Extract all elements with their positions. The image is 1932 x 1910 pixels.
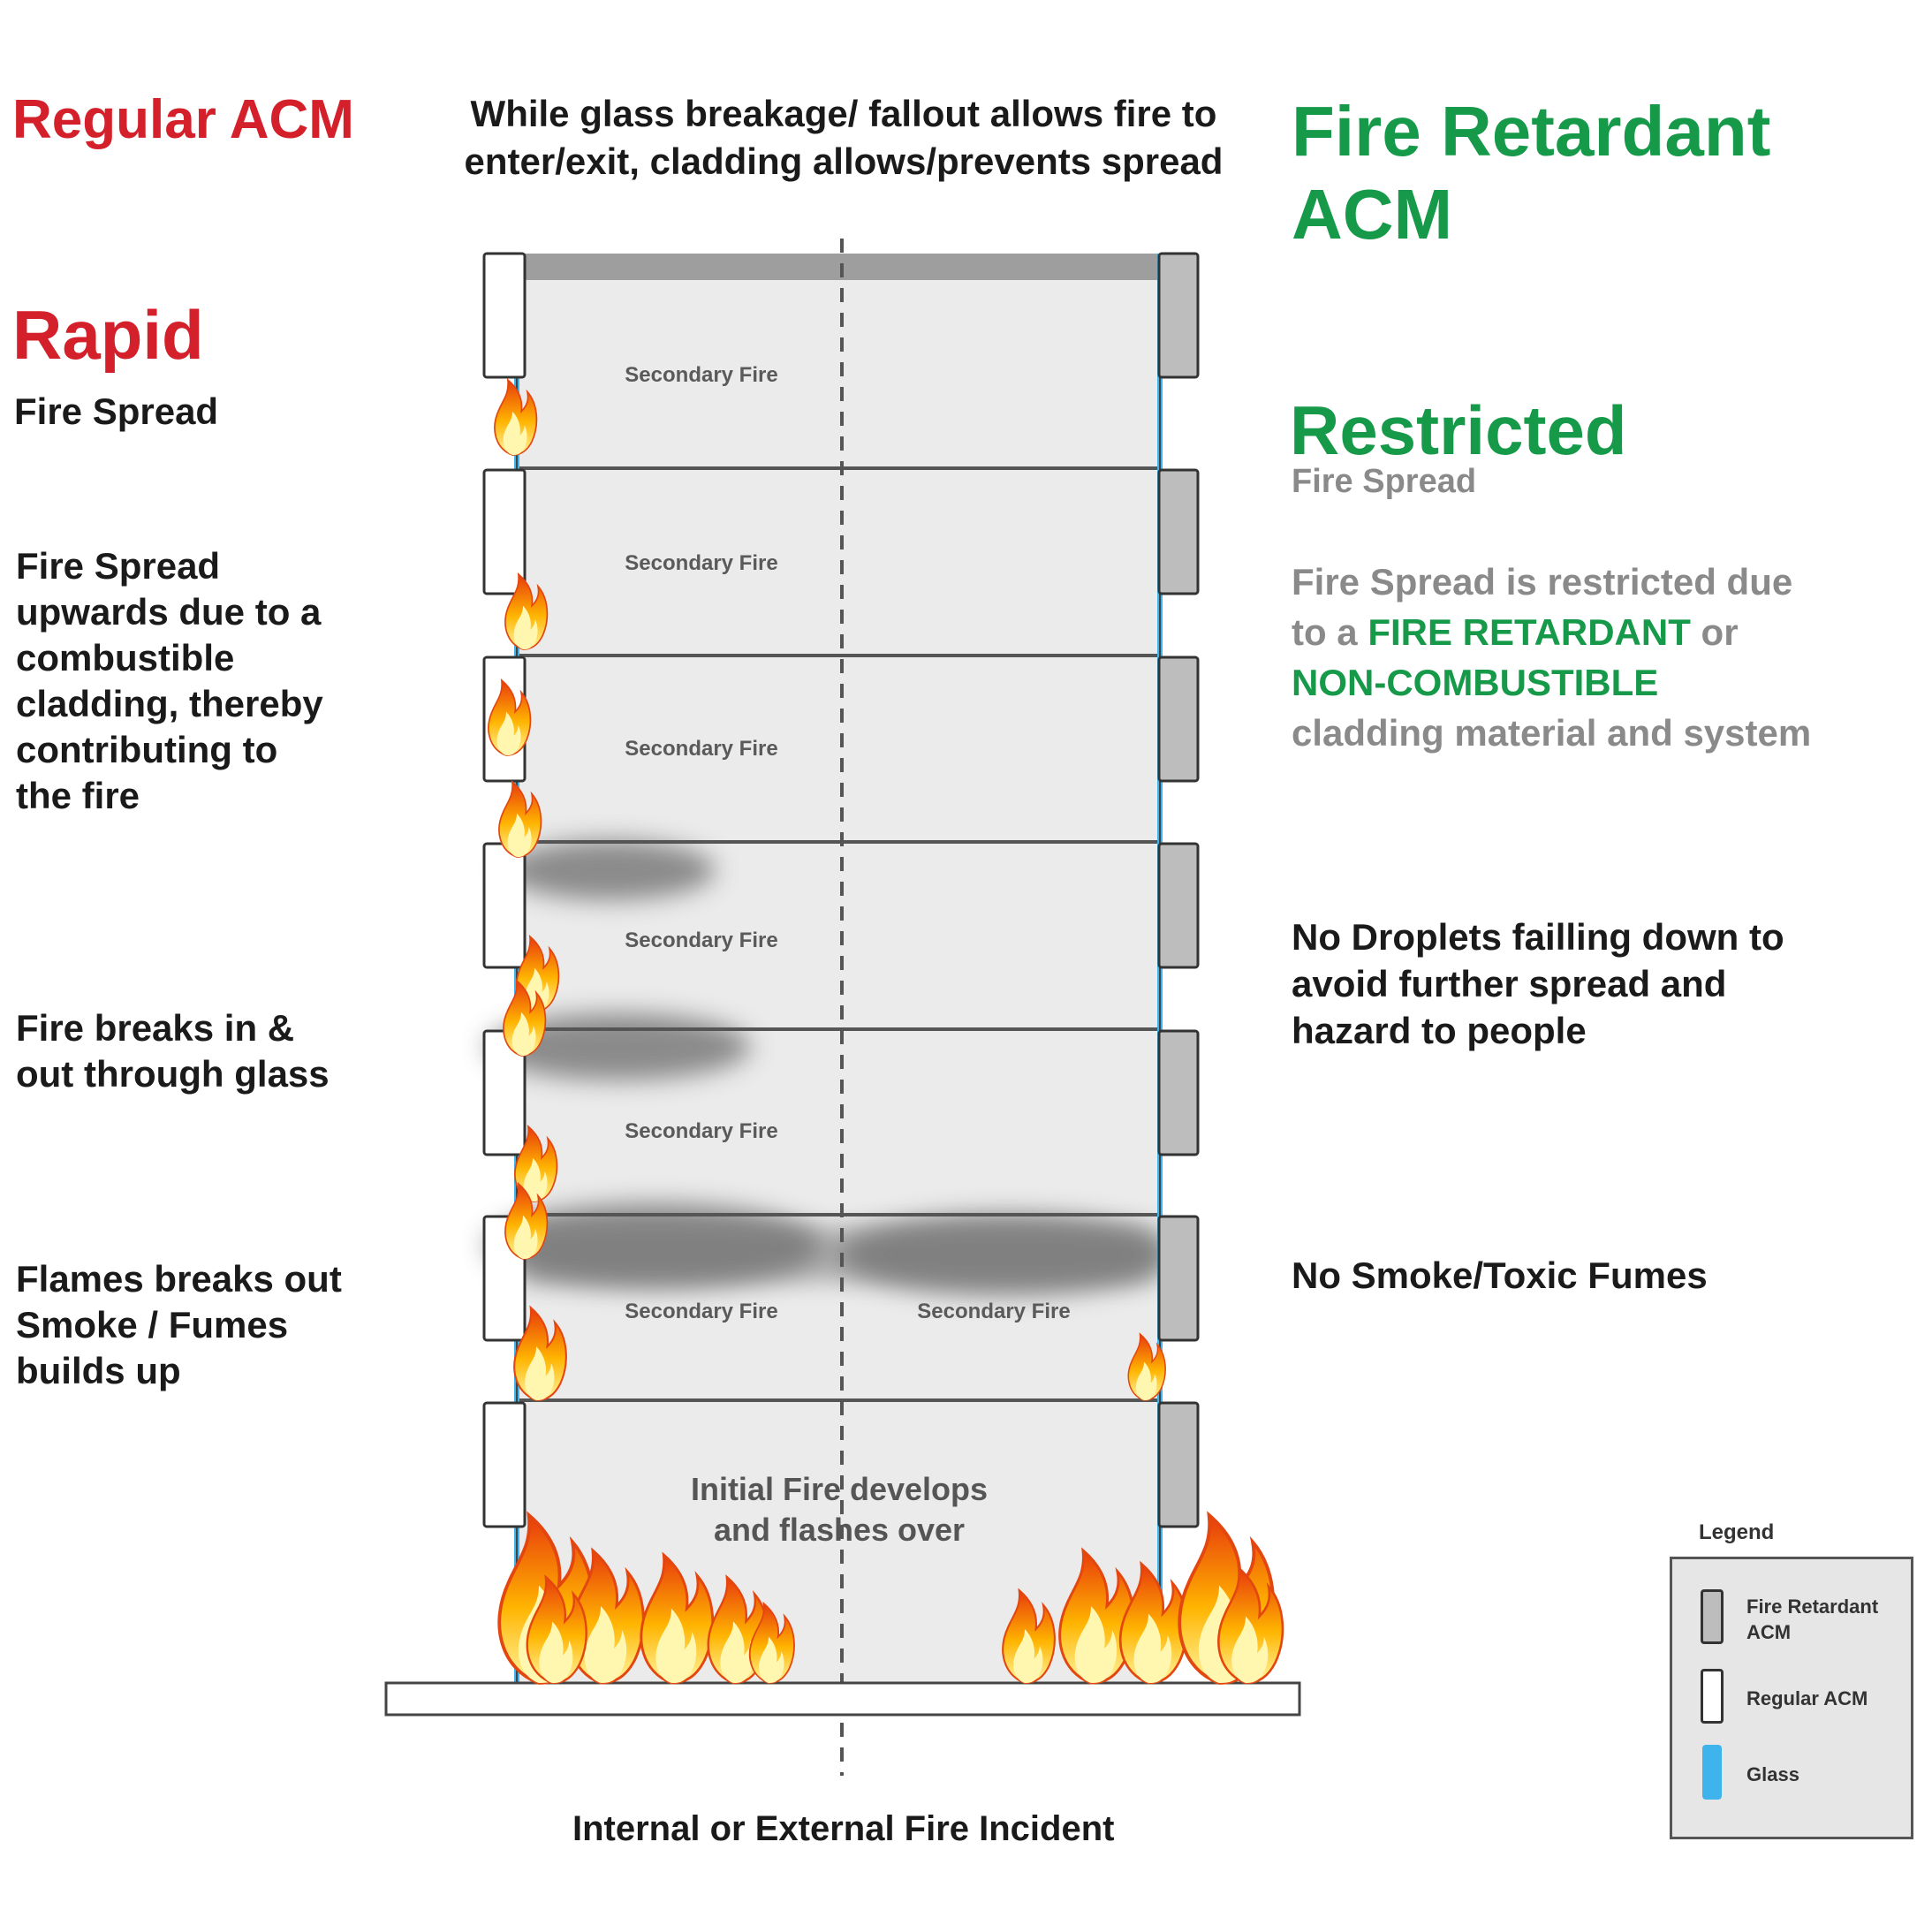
legend-label-glass: Glass	[1746, 1763, 1799, 1785]
secondary-fire-label-right: Secondary Fire	[917, 1300, 1070, 1323]
fire-retardant-panel-3	[1157, 656, 1200, 783]
fire-retardant-panel-6	[1157, 1215, 1200, 1342]
secondary-fire-label-left-4: Secondary Fire	[625, 928, 777, 952]
initial-fire-line-2: and flashes over	[714, 1512, 965, 1548]
glass-swatch	[1702, 1745, 1722, 1800]
fire-retardant-acm-title: Fire Retardant ACM	[1292, 92, 1771, 254]
regular-acm-panel-2	[482, 468, 527, 595]
roof-band	[517, 254, 1160, 280]
right-note-line-2b: or	[1690, 611, 1739, 654]
smoke-band	[524, 1228, 1153, 1281]
rapid-heading: Rapid	[12, 296, 204, 374]
right-note-restricted-spread: Fire Spread is restricted due to a FIRE …	[1292, 557, 1811, 758]
left-note-smoke-buildup: Flames breaks out Smoke / Fumes builds u…	[16, 1258, 342, 1392]
legend-box: Fire Retardant ACM Regular ACM Glass	[1670, 1557, 1913, 1839]
ground-slab	[384, 1681, 1301, 1717]
secondary-fire-label-left-1: Secondary Fire	[625, 363, 777, 387]
smoke-cloud-1	[504, 840, 716, 900]
fire-retardant-panel-1	[1157, 252, 1200, 379]
right-note-line-1: Fire Spread is restricted due	[1292, 561, 1793, 603]
regular-acm-title: Regular ACM	[12, 89, 354, 150]
regular-acm-panel-1	[482, 252, 527, 379]
non-combustible-highlight: NON-COMBUSTIBLE	[1292, 662, 1659, 704]
regular-acm-panel-4	[482, 842, 527, 969]
legend-label-regular-acm: Regular ACM	[1746, 1687, 1868, 1709]
left-note-upward-spread: Fire Spread upwards due to a combustible…	[16, 545, 323, 817]
legend-label-fire-retardant: Fire Retardant ACM	[1746, 1595, 1879, 1643]
fire-retardant-panel-7	[1157, 1401, 1200, 1528]
secondary-fire-label-left-6: Secondary Fire	[625, 1300, 777, 1323]
secondary-fire-label-left-3: Secondary Fire	[625, 737, 777, 761]
secondary-fire-label-left-2: Secondary Fire	[625, 551, 777, 575]
building-interior	[517, 254, 1160, 1683]
right-note-line-4: cladding material and system	[1292, 712, 1812, 754]
fire-retardant-panel-4	[1157, 842, 1200, 969]
regular-acm-swatch	[1701, 1669, 1724, 1724]
rapid-subheading: Fire Spread	[14, 390, 219, 432]
regular-acm-panel-7	[482, 1401, 527, 1528]
fire-retardant-highlight: FIRE RETARDANT	[1368, 611, 1691, 654]
fire-retardant-panel-2	[1157, 468, 1200, 595]
right-note-line-2a: to a	[1292, 611, 1368, 654]
restricted-heading: Restricted	[1290, 391, 1627, 469]
secondary-fire-label-left-5: Secondary Fire	[625, 1119, 777, 1143]
restricted-subheading: Fire Spread	[1292, 463, 1477, 500]
legend-title: Legend	[1699, 1520, 1775, 1544]
fire-retardant-swatch	[1701, 1589, 1724, 1644]
right-note-no-smoke: No Smoke/Toxic Fumes	[1292, 1254, 1708, 1296]
left-note-glass-breakage: Fire breaks in & out through glass	[16, 1007, 330, 1095]
diagram-subtitle: While glass breakage/ fallout allows fir…	[464, 93, 1224, 182]
fire-retardant-panel-5	[1157, 1029, 1200, 1156]
bottom-caption: Internal or External Fire Incident	[572, 1809, 1115, 1848]
right-note-no-droplets: No Droplets failling down to avoid furth…	[1292, 916, 1784, 1051]
initial-fire-line-1: Initial Fire develops	[691, 1471, 988, 1507]
